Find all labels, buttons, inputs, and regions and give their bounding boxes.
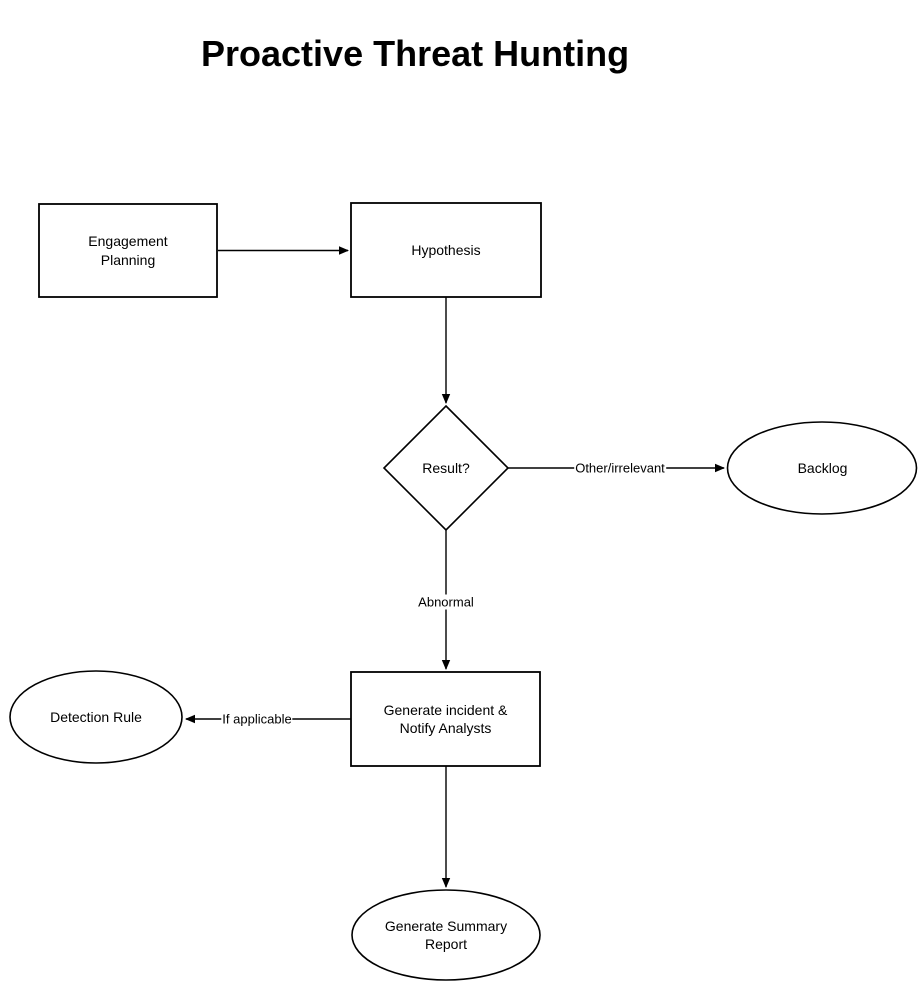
edge-label-abnormal: Abnormal — [417, 594, 475, 610]
backlog-shape — [726, 421, 918, 515]
engagement-planning-shape — [38, 203, 218, 298]
detection-rule-shape — [9, 670, 183, 764]
hypothesis-shape — [350, 202, 542, 298]
edge-label-if-applicable: If applicable — [221, 711, 293, 727]
generate-summary-report-shape — [351, 889, 541, 981]
hypothesis-label: Hypothesis — [411, 241, 481, 258]
generate-incident-label: Generate incident & Notify Analysts — [383, 701, 508, 736]
result-decision-label: Result? — [422, 459, 470, 476]
engagement-planning-label: Engagement Planning — [88, 233, 168, 268]
generate-incident-shape — [350, 671, 541, 767]
backlog-label: Backlog — [797, 459, 848, 476]
detection-rule-label: Detection Rule — [50, 708, 142, 725]
generate-summary-report-label: Generate Summary Report — [384, 917, 508, 952]
result-decision-shape — [382, 404, 510, 532]
edge-label-other-irrelevant: Other/irrelevant — [574, 460, 666, 476]
diagram-title: Proactive Threat Hunting — [201, 33, 630, 74]
